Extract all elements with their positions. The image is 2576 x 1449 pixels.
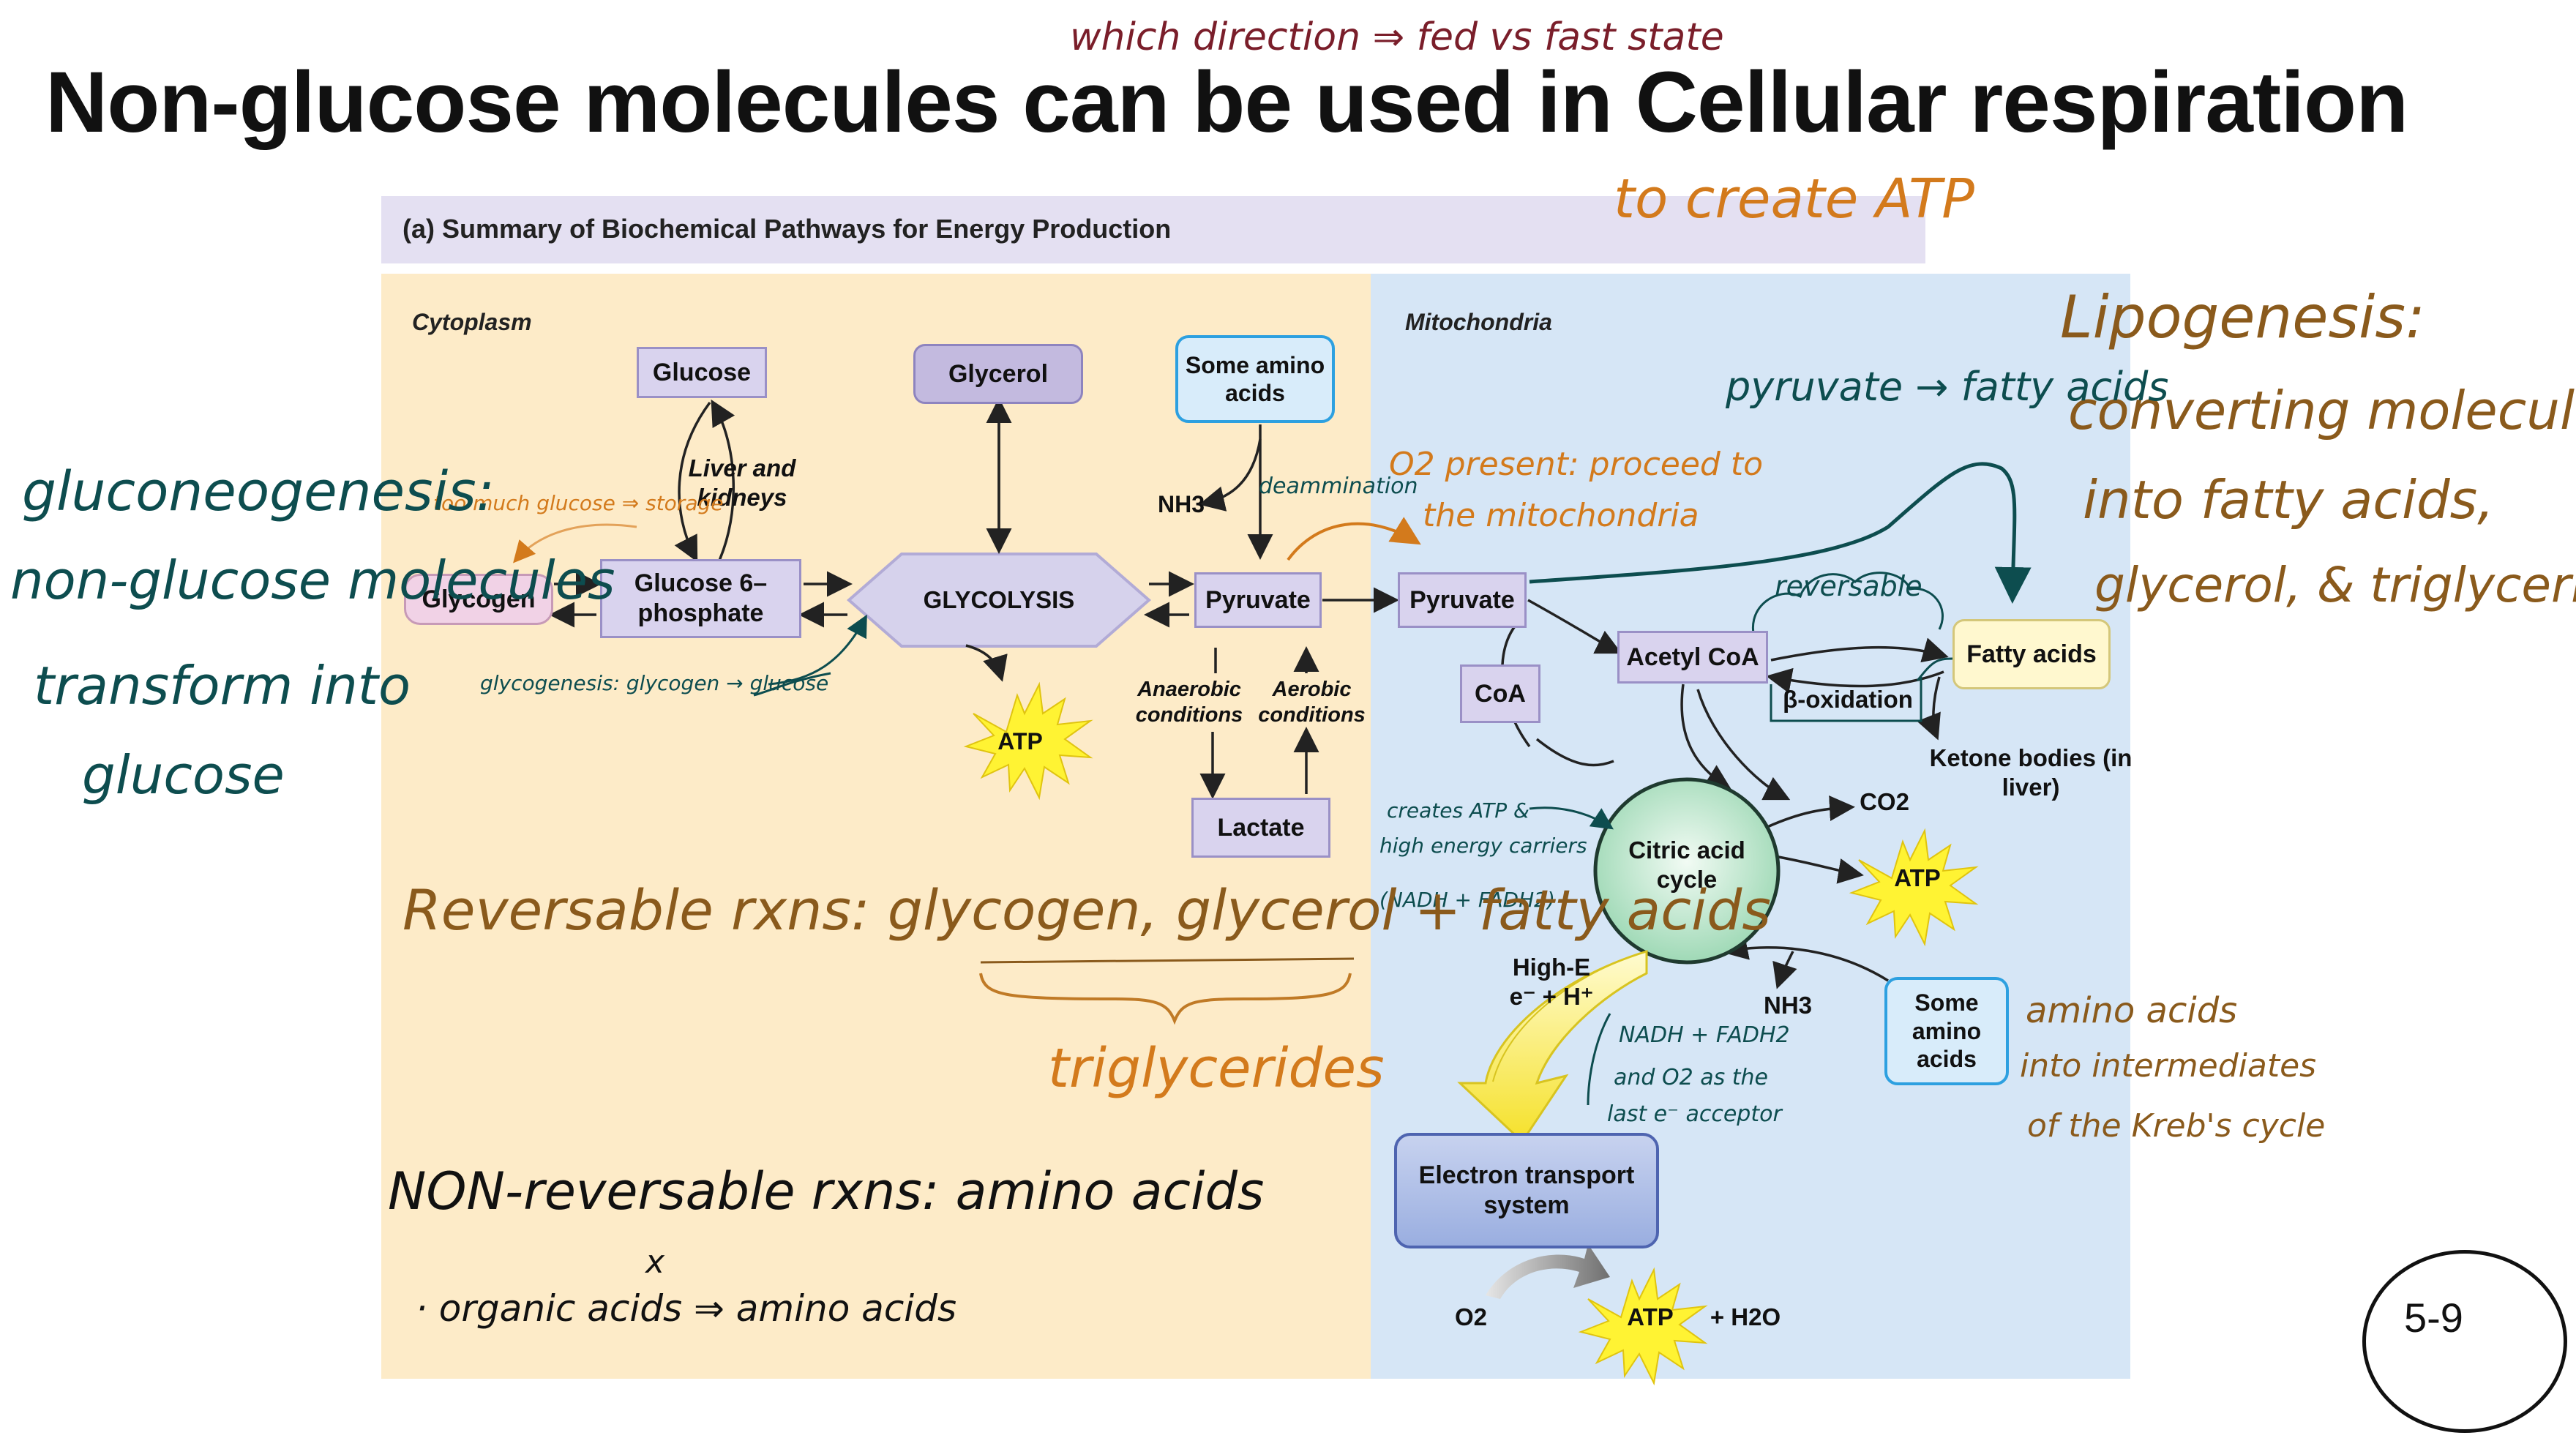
note-lipogenesis-line2: into fatty acids, (2083, 469, 2495, 531)
glycolysis-label: GLYCOLYSIS (923, 586, 1075, 613)
ketone-bodies-label: Ketone bodies (in liver) (1929, 744, 2133, 801)
note-too-much-glucose: too much glucose ⇒ storage (433, 491, 724, 515)
h2o-label: + H2O (1710, 1303, 1781, 1330)
o2-present-arrow (1287, 517, 1421, 561)
atp-star-glycolysis (963, 681, 1093, 801)
note-creates-atp-line1: creates ATP & (1387, 798, 1530, 823)
note-gluconeogenesis-line1: gluconeogenesis: (22, 460, 495, 523)
high-energy-electrons-label: High-E e⁻ + H⁺ (1509, 954, 1594, 1010)
lactate-box: Lactate (1191, 798, 1330, 858)
note-amino-line1: amino acids (2026, 990, 2238, 1031)
note-o2-present-line1: O2 present: proceed to (1389, 446, 1764, 483)
atp-cycle-label: ATP (1894, 864, 1941, 891)
coa-box: CoA (1460, 664, 1540, 723)
glucose-box: Glucose (637, 347, 767, 398)
panel-header-bar (381, 196, 1925, 263)
fatty-acids-box: Fatty acids (1952, 619, 2111, 689)
mitochondria-label: Mitochondria (1405, 309, 1552, 335)
note-amino-line2: into intermediates (2020, 1047, 2317, 1085)
glycolysis-arrow-shape (846, 553, 1152, 648)
glycogen-box: Glycogen (404, 574, 553, 625)
note-reversible: reversable (1775, 570, 1922, 602)
note-creates-atp-line3: (NADH + FADH2) (1379, 888, 1555, 912)
atp-glycolysis-label: ATP (997, 728, 1043, 755)
glucose-6-phosphate-box: Glucose 6–phosphate (600, 559, 801, 638)
anaerobic-label: Anaerobic conditions (1135, 678, 1243, 727)
co2-label: CO2 (1860, 788, 1909, 815)
note-reversible-rxns: Reversable rxns: glycogen, glycerol + fa… (402, 877, 1771, 943)
pyruvate-to-fatty-acids-arrow (1529, 462, 2032, 604)
note-creates-atp-line2: high energy carriers (1379, 834, 1587, 858)
o2-label: O2 (1454, 1303, 1488, 1330)
note-non-reversible: NON-reversable rxns: amino acids (388, 1161, 1265, 1221)
note-lipogenesis-title: Lipogenesis: (2060, 283, 2425, 351)
panel-title: (a) Summary of Biochemical Pathways for … (402, 214, 1172, 244)
pyruvate-mitochondria-box: Pyruvate (1398, 572, 1527, 628)
note-gluconeogenesis-line3: transform into (34, 655, 411, 716)
citric-acid-cycle-circle (1593, 777, 1781, 965)
note-pyruvate-fatty-acids: pyruvate → fatty acids (1726, 364, 2169, 410)
note-lipogenesis-line3: glycerol, & triglycerides (2094, 557, 2576, 613)
liver-kidneys-label: Liver and kidneys (688, 454, 796, 511)
atp-star-ets (1578, 1267, 1708, 1386)
atp-ets-label: ATP (1627, 1303, 1674, 1330)
atp-star-cycle (1849, 828, 1979, 947)
cytoplasm-label: Cytoplasm (412, 309, 532, 335)
slide-number-badge (2362, 1250, 2567, 1433)
note-lipogenesis-line1: converting molecules (2068, 380, 2576, 441)
note-which-direction: which direction ⇒ fed vs fast state (1070, 15, 1724, 59)
nh3-top-label: NH3 (1157, 491, 1205, 517)
note-deammination: deammination (1259, 473, 1418, 499)
pyruvate-cytoplasm-box: Pyruvate (1194, 572, 1322, 628)
note-glycogenesis: glycogenesis: glycogen → glucose (480, 671, 829, 695)
nh3-bottom-label: NH3 (1763, 992, 1813, 1019)
note-gluconeogenesis-line2: non-glucose molecules (10, 550, 615, 611)
note-organic-acids: · organic acids ⇒ amino acids (416, 1287, 956, 1330)
note-nadh-line3: last e⁻ acceptor (1607, 1101, 1782, 1127)
note-amino-line3: of the Kreb's cycle (2027, 1107, 2326, 1145)
note-triglycerides: triglycerides (1048, 1037, 1385, 1100)
note-to-create-atp: to create ATP (1614, 168, 1974, 231)
note-o2-present-line2: the mitochondria (1423, 497, 1699, 534)
beta-oxidation-label: β-oxidation (1783, 686, 1913, 713)
note-nadh-line2: and O2 as the (1614, 1065, 1768, 1090)
high-energy-arrow (1457, 949, 1648, 1144)
note-nadh-line1: NADH + FADH2 (1619, 1022, 1790, 1048)
slide-number: 5-9 (2404, 1295, 2463, 1341)
some-amino-acids-top-box: Some amino acids (1175, 335, 1335, 423)
electron-transport-system-box: Electron transport system (1394, 1133, 1659, 1248)
note-x-mark: x (645, 1243, 665, 1281)
glycerol-box: Glycerol (913, 344, 1083, 404)
aerobic-label: Aerobic conditions (1258, 678, 1366, 727)
o2-atp-arrow (1486, 1244, 1610, 1299)
acetyl-coa-box: Acetyl CoA (1617, 631, 1768, 684)
page-title: Non-glucose molecules can be used in Cel… (45, 54, 2408, 151)
citric-acid-cycle-label: Citric acid cycle (1628, 836, 1745, 893)
note-gluconeogenesis-line4: glucose (82, 744, 285, 806)
some-amino-acids-bottom-box: Some amino acids (1884, 977, 2009, 1085)
